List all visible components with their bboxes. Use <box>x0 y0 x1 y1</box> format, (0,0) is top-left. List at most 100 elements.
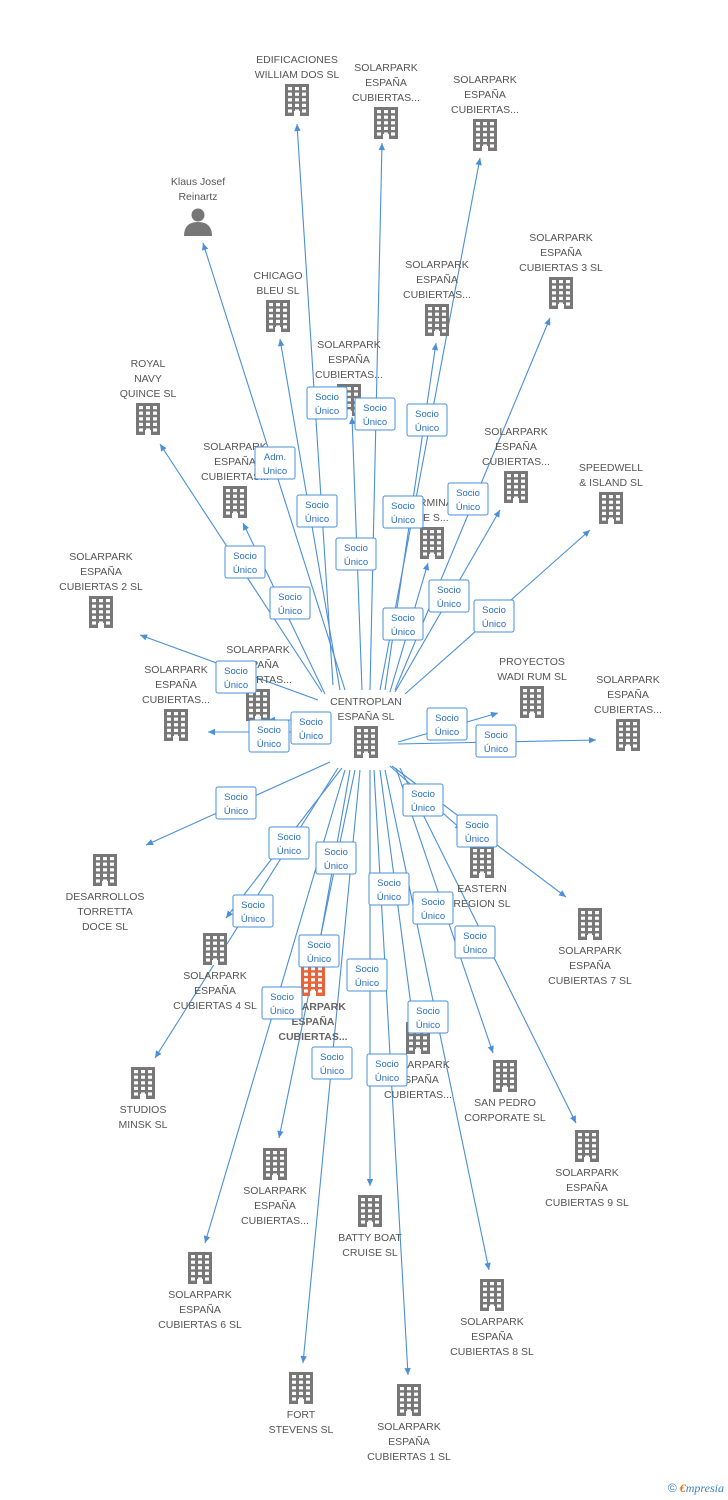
company-node[interactable]: SOLARPARKESPAÑACUBIERTAS... <box>278 964 348 1043</box>
relation-badge-text: Único <box>233 565 257 576</box>
node-label-line: SOLARPARK <box>168 1289 231 1301</box>
relation-badge-text: Único <box>377 892 401 903</box>
company-node[interactable]: SOLARPARKESPAÑACUBIERTAS... <box>201 441 269 518</box>
node-label-line: SOLARPARK <box>529 232 592 244</box>
company-node[interactable]: FORT STEVENS SL <box>269 1372 334 1436</box>
node-label-line: EASTERN <box>457 883 507 895</box>
edge-arrowhead <box>366 1179 374 1186</box>
building-icon <box>599 492 623 524</box>
relation-badge-text: Único <box>437 599 461 610</box>
relation-badge-text: Único <box>482 619 506 630</box>
company-node[interactable]: SOLARPARKESPAÑACUBIERTAS... <box>594 674 662 751</box>
company-node[interactable]: SPEEDWELL& ISLAND SL <box>579 462 643 524</box>
node-label-line: SOLARPARK <box>555 1167 618 1179</box>
node-label-line: ESPAÑA <box>292 1015 335 1028</box>
building-icon <box>578 908 602 940</box>
company-node[interactable]: SOLARPARKESPAÑACUBIERTAS... <box>451 74 519 151</box>
relation-badge-text: Socio <box>224 666 248 677</box>
company-node[interactable]: SOLARPARKESPAÑACUBIERTAS... <box>482 426 550 503</box>
empresia-footer[interactable]: ©€mpresia <box>668 1481 724 1496</box>
node-label-line: ESPAÑA <box>254 1199 296 1212</box>
relation-badge-text: Socio <box>456 488 480 499</box>
edge-arrowhead <box>140 634 148 641</box>
node-label-line: SAN PEDRO <box>474 1097 536 1109</box>
company-node[interactable]: SOLARPARKESPAÑACUBIERTAS... <box>241 1148 309 1227</box>
company-node[interactable]: SOLARPARKESPAÑACUBIERTAS... <box>142 664 210 741</box>
company-node[interactable]: SOLARPARKESPAÑACUBIERTAS... <box>352 62 420 139</box>
company-node[interactable]: SOLARPARKESPAÑACUBIERTAS... <box>224 644 292 721</box>
node-label-line: CUBIERTAS... <box>384 1089 452 1101</box>
edge-arrowhead <box>294 124 301 132</box>
node-label-line: CUBIERTAS... <box>142 694 210 706</box>
relation-badge-text: Único <box>484 744 508 755</box>
edge-arrowhead <box>475 158 482 166</box>
relation-badge-text: Socio <box>320 1052 344 1063</box>
node-label-line: CUBIERTAS 1 SL <box>367 1451 451 1463</box>
edge-arrowhead <box>208 728 215 736</box>
node-label-line: STEVENS SL <box>269 1424 334 1436</box>
edge-arrowhead <box>487 1045 494 1053</box>
building-icon <box>285 84 309 116</box>
company-node[interactable]: SOLARPARKESPAÑACUBIERTAS... <box>403 259 471 336</box>
node-label-line: CUBIERTAS... <box>352 92 420 104</box>
relation-badge-text: Socio <box>305 500 329 511</box>
relation-badge[interactable]: Adm.Unico <box>254 446 296 480</box>
node-label-line: FORT <box>287 1409 316 1421</box>
node-label-line: SOLARPARK <box>317 339 380 351</box>
